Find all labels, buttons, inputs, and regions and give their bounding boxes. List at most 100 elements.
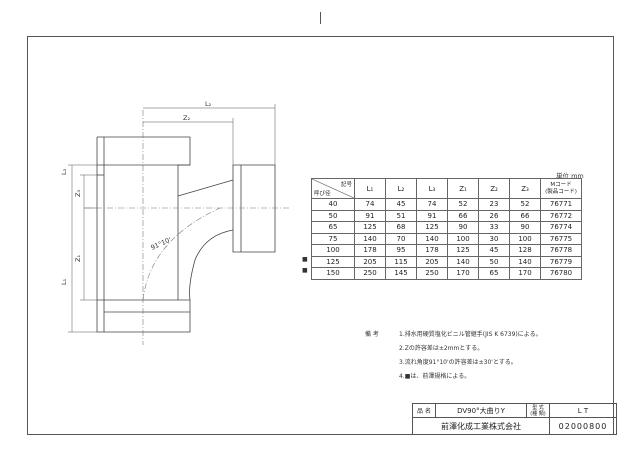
cell: 205: [416, 255, 448, 268]
branch-upper-line: [177, 179, 234, 197]
header-col-z2: Z₂: [478, 178, 510, 199]
cell: 74: [354, 198, 386, 211]
label-l3: L₃: [60, 168, 68, 175]
left-body-outline: [96, 137, 191, 333]
cell-size: 150: [311, 267, 355, 280]
cell: 170: [509, 267, 541, 280]
title-code: 02000800: [549, 417, 617, 435]
cell-code: 76780: [540, 267, 582, 280]
cell: 51: [385, 209, 417, 222]
header-size: 呼び径: [314, 191, 331, 197]
label-z3: Z₃: [74, 190, 82, 197]
notes-label: 備 考: [365, 331, 379, 338]
cell: 145: [385, 267, 417, 280]
cell: 205: [354, 255, 386, 268]
cell-size: 40: [311, 198, 355, 211]
cell: 33: [478, 221, 510, 234]
cell: 91: [354, 209, 386, 222]
unit-label: 単位 mm: [556, 172, 584, 180]
title-type-label: 型 式 (種 類): [526, 403, 550, 418]
title-type-label-1: 型 式: [532, 404, 544, 411]
label-z1: Z₁: [74, 255, 82, 262]
cell-code: 76771: [540, 198, 582, 211]
cell: 26: [478, 209, 510, 222]
note-item: 1.排水用硬質塩化ビニル管継手(JIS K 6739)による。: [399, 331, 542, 338]
title-type-label-2: (種 類): [530, 410, 546, 417]
cell-size: 50: [311, 209, 355, 222]
cell: 50: [478, 255, 510, 268]
cell: 100: [447, 232, 479, 245]
cell: 91: [416, 209, 448, 222]
header-mcode-line2: (製品コード): [545, 188, 577, 195]
cell: 100: [509, 232, 541, 245]
cell: 178: [416, 244, 448, 257]
cell: 250: [354, 267, 386, 280]
title-type-value: L T: [549, 403, 617, 418]
cell-code: 76778: [540, 244, 582, 257]
cell: 250: [416, 267, 448, 280]
label-angle: 91°10': [150, 236, 173, 252]
cell-size: 125: [311, 255, 355, 268]
cell: 45: [385, 198, 417, 211]
cell: 140: [416, 232, 448, 245]
title-name-value: DV90°大曲りY: [435, 403, 527, 418]
header-mcode-line1: Mコード: [550, 181, 572, 188]
cell: 66: [447, 209, 479, 222]
cell: 52: [447, 198, 479, 211]
cell-code: 76779: [540, 255, 582, 268]
cell: 125: [416, 221, 448, 234]
angle-arc: [142, 207, 221, 301]
cell: 23: [478, 198, 510, 211]
dimension-table: 記号 呼び径 L₁ L₂ L₃ Z₁ Z₂ Z₃ Mコード (製品コード) 40…: [311, 178, 582, 280]
cell: 140: [509, 255, 541, 268]
cell: 90: [447, 221, 479, 234]
cell: 140: [447, 255, 479, 268]
cell: 52: [509, 198, 541, 211]
cell: 90: [509, 221, 541, 234]
cell: 45: [478, 244, 510, 257]
label-z2: Z₂: [183, 114, 190, 122]
cell: 65: [478, 267, 510, 280]
cell: 115: [385, 255, 417, 268]
header-col-z3: Z₃: [509, 178, 541, 199]
header-size-code: 記号 呼び径: [311, 178, 355, 199]
cell: 70: [385, 232, 417, 245]
upper-socket-outline: [97, 136, 191, 196]
header-col-l2: L₂: [385, 178, 417, 199]
long-radius-curve: [189, 229, 234, 301]
cell-size: 100: [311, 244, 355, 257]
cell-size: 65: [311, 221, 355, 234]
title-name-label: 品 名: [412, 403, 436, 418]
title-block: 品 名 DV90°大曲りY 型 式 (種 類) L T 前澤化成工業株式会社 0…: [412, 403, 617, 435]
title-company: 前澤化成工業株式会社: [412, 417, 550, 435]
cell: 125: [354, 221, 386, 234]
cell: 178: [354, 244, 386, 257]
cell: 66: [509, 209, 541, 222]
top-sheet-mark: [320, 12, 321, 24]
row-mark-150: ■: [302, 267, 308, 274]
cell: 140: [354, 232, 386, 245]
label-l2: L₂: [205, 100, 212, 108]
cell-code: 76774: [540, 221, 582, 234]
header-col-l3: L₃: [416, 178, 448, 199]
cell: 95: [385, 244, 417, 257]
header-code: 記号: [340, 182, 352, 188]
note-item: 2.Zの許容差は±2mmとする。: [399, 345, 484, 352]
branch-socket-outline: [232, 164, 276, 253]
label-l1: L₁: [60, 278, 68, 285]
cell: 128: [509, 244, 541, 257]
drawing-frame: [27, 36, 614, 435]
header-col-z1: Z₁: [447, 178, 479, 199]
header-mcode: Mコード (製品コード): [540, 178, 582, 199]
row-mark-125: ■: [302, 256, 308, 263]
cell: 170: [447, 267, 479, 280]
note-item: 3.流れ角度91°10'の許容差は±30'とする。: [399, 359, 517, 366]
cell-code: 76772: [540, 209, 582, 222]
